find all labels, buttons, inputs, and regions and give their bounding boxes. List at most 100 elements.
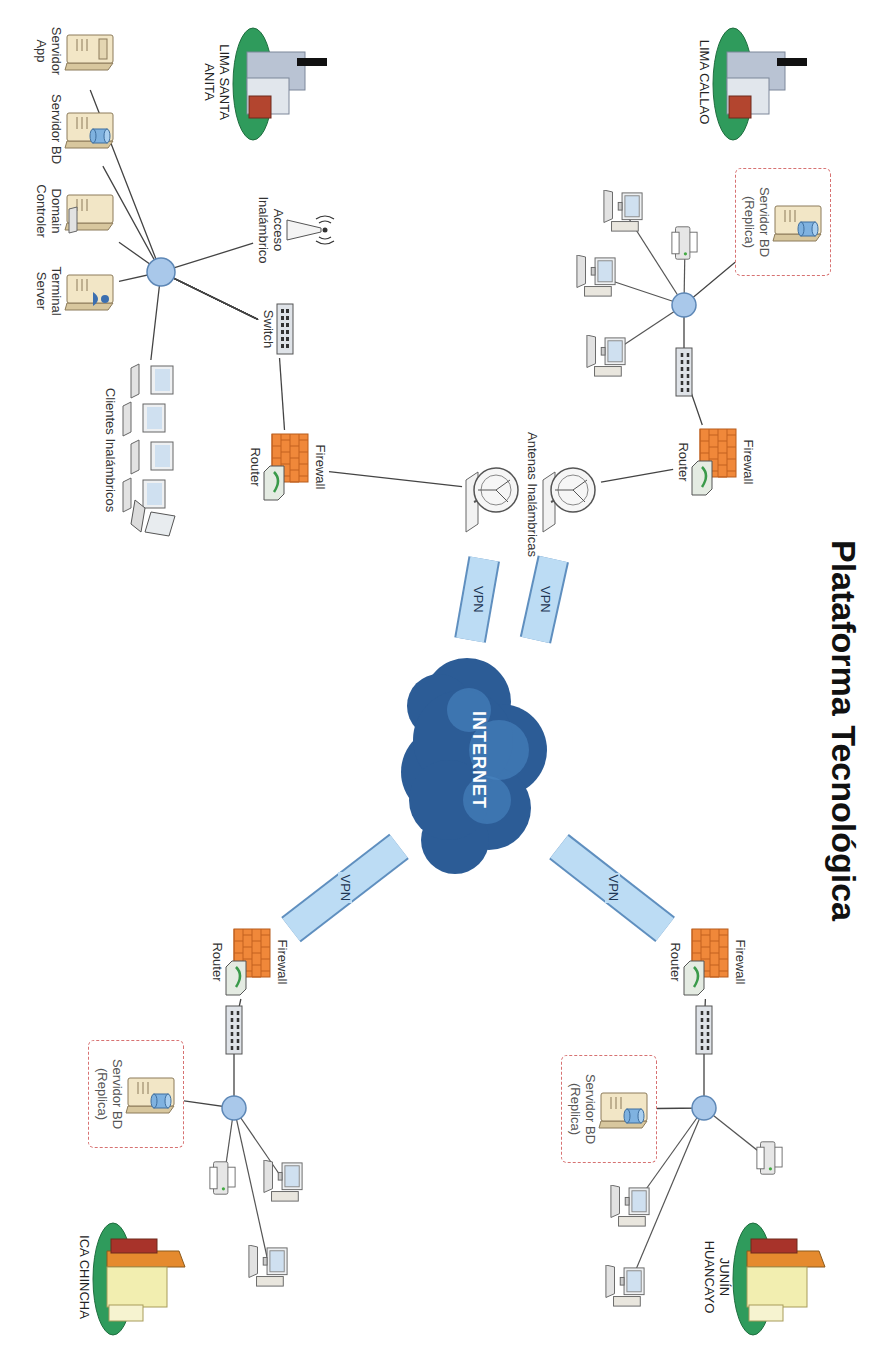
switch-port <box>286 323 289 327</box>
switch-port <box>281 309 284 313</box>
node-label: Switch <box>260 310 275 348</box>
connector-group <box>559 847 665 930</box>
firewall-router-node: FirewallRouter <box>207 925 291 999</box>
brick-line <box>252 941 261 942</box>
network-link <box>684 262 735 425</box>
user-body <box>93 292 98 306</box>
network-link <box>280 358 285 430</box>
brick-line <box>261 959 270 960</box>
drawing-part <box>604 190 642 231</box>
building-icon <box>231 22 327 142</box>
black-spire <box>297 58 327 66</box>
dish-feed <box>555 480 587 502</box>
hub-circle <box>692 1096 716 1120</box>
router-mark <box>236 967 240 987</box>
tower-block <box>749 1305 783 1321</box>
db-cylinder-top <box>104 129 110 143</box>
connector-group <box>90 90 258 319</box>
db-cylinder-top <box>165 1094 171 1108</box>
node-label: JUNÍN HUANCAYO <box>701 1229 731 1325</box>
server-slot <box>611 1097 612 1109</box>
server-slot <box>616 1097 617 1109</box>
brick-line <box>252 977 261 978</box>
brick-line <box>243 959 252 960</box>
tower-block <box>107 1267 167 1307</box>
firewall-router-icon <box>262 432 312 502</box>
server-slot <box>143 1082 144 1094</box>
server-icon <box>124 1072 178 1116</box>
router-mark <box>702 467 706 487</box>
node-label: Antenas Inalámbricas <box>524 432 539 557</box>
network-link <box>601 469 673 482</box>
drawing-part <box>232 353 708 1050</box>
node-label: Router <box>667 942 682 981</box>
replica-server-box: Servidor BD (Replica) <box>88 1040 184 1148</box>
brick-line <box>234 953 243 954</box>
lan-wires <box>224 211 767 1286</box>
server-slot <box>82 279 83 291</box>
brick-line <box>727 459 736 460</box>
node-label: Clientes Inalámbricos <box>102 388 117 512</box>
building-icon <box>711 22 807 142</box>
vpn-label: VPN <box>470 584 485 615</box>
server-icon <box>771 200 825 244</box>
server-slot <box>82 199 83 211</box>
db-cylinder-bottom <box>90 129 96 143</box>
switch-port <box>286 316 289 320</box>
brick-line <box>243 947 252 948</box>
hubs <box>147 258 716 1120</box>
client-screen <box>147 483 162 505</box>
node-label: Router <box>209 942 224 981</box>
node-label: Servidor BD (Replica) <box>567 1063 597 1155</box>
brick-line <box>299 440 308 441</box>
switch-port <box>286 330 289 334</box>
drawing-part <box>90 90 735 1108</box>
client-monitor <box>143 404 165 432</box>
db-cylinder-top <box>638 1109 644 1123</box>
brick-line <box>692 953 701 954</box>
server-icon <box>63 29 117 73</box>
ap-mast <box>287 220 321 240</box>
switch-node: Switch <box>258 300 297 358</box>
client-keyboard <box>123 402 131 436</box>
brick-line <box>261 947 270 948</box>
diagram-title: Plataforma Tecnológica <box>824 540 863 921</box>
server-slot <box>621 1097 622 1109</box>
brick-line <box>710 953 719 954</box>
server-slot <box>77 39 78 51</box>
client-monitor <box>143 480 165 508</box>
vpn-label: VPN <box>605 873 620 904</box>
brick-line <box>290 470 299 471</box>
laptop-screen <box>145 512 175 536</box>
connector-group <box>280 358 285 430</box>
access-point-icon <box>285 210 335 250</box>
network-link <box>103 166 258 319</box>
brick-line <box>261 935 270 936</box>
network-link <box>119 272 258 319</box>
red-block <box>111 1239 157 1253</box>
network-link <box>161 243 258 319</box>
brick-line <box>718 477 727 478</box>
server-node: Terminal Server <box>31 252 119 330</box>
drawing-part <box>264 1160 302 1201</box>
brick-line <box>281 452 290 453</box>
drawing-part <box>696 1006 712 1054</box>
brick-line <box>701 947 710 948</box>
server-front <box>67 35 113 63</box>
switch-port <box>286 337 289 341</box>
brick-line <box>727 471 736 472</box>
router-box <box>264 466 284 500</box>
brick-line <box>727 447 736 448</box>
antenna-node: Antenas Inalámbricas <box>462 430 601 559</box>
server-slot <box>82 39 83 51</box>
node-label: INTERNET <box>469 711 490 809</box>
brick-line <box>272 446 281 447</box>
vpn-tunnel-fill <box>535 559 553 640</box>
red-block <box>249 96 271 118</box>
switch-icon <box>275 302 295 356</box>
server-node: Servidor App <box>31 12 119 90</box>
firewall-router-node: FirewallRouter <box>245 430 329 504</box>
server-node: Domain Controler <box>31 172 119 250</box>
network-link <box>329 472 462 487</box>
brick-line <box>709 435 718 436</box>
